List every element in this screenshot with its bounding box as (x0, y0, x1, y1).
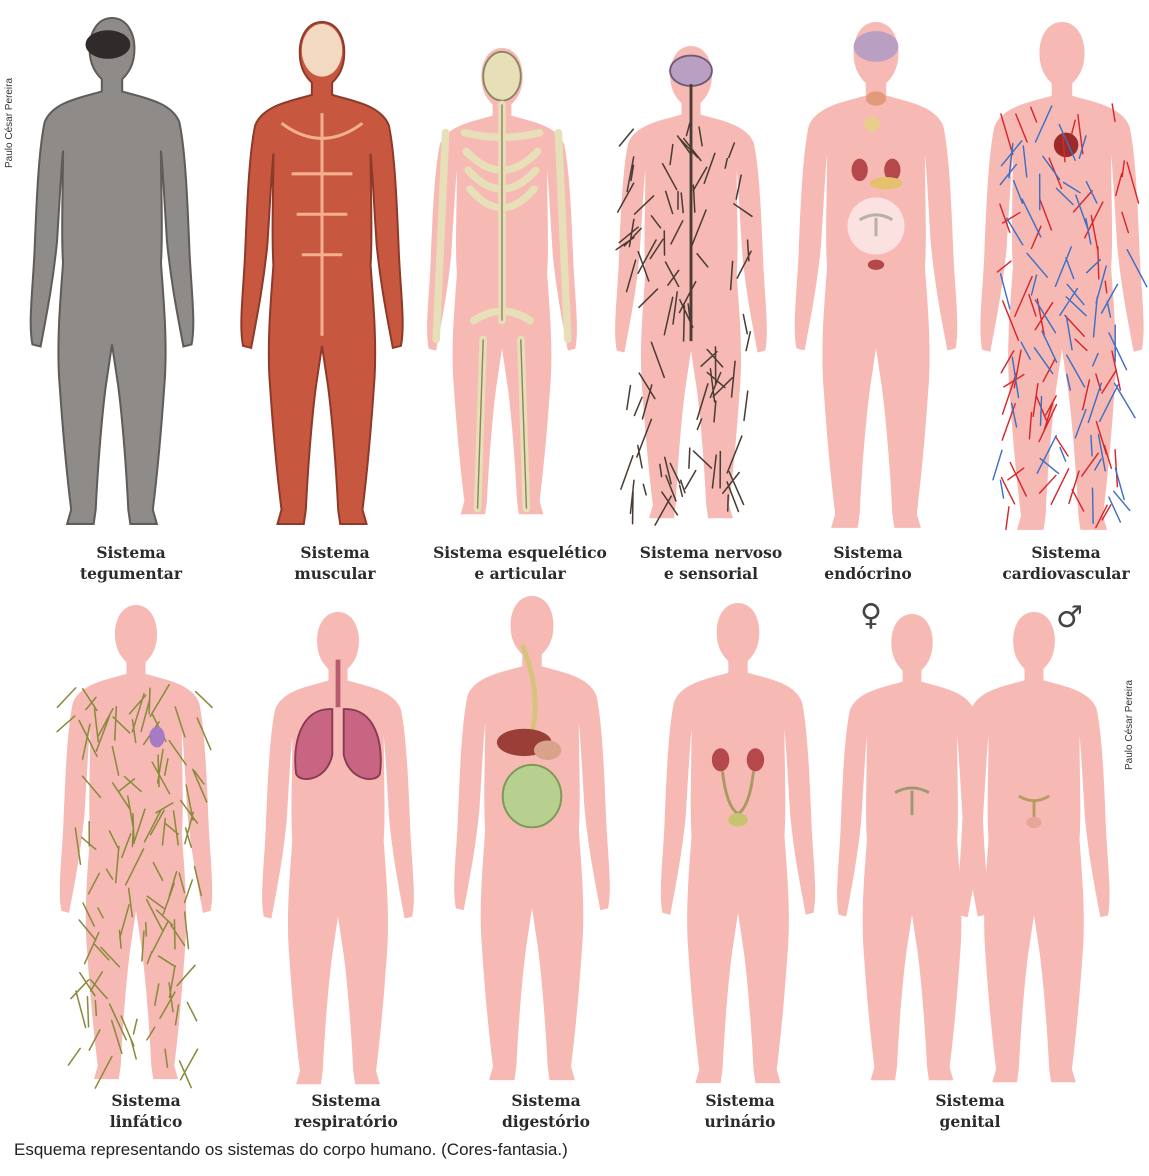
prostate (1026, 817, 1041, 828)
figure-cardiovascular (980, 22, 1146, 530)
label-muscular: Sistema muscular (245, 542, 425, 584)
label-digestive-line1: Sistema (456, 1090, 636, 1111)
pancreas (870, 177, 903, 189)
label-genital-line2: genital (880, 1111, 1060, 1132)
label-cardiovascular-line2: cardiovascular (976, 563, 1149, 584)
label-respiratory-line2: respiratório (256, 1111, 436, 1132)
figure-integumentary (31, 18, 194, 524)
label-urinary-line2: urinário (650, 1111, 830, 1132)
label-respiratory-line1: Sistema (256, 1090, 436, 1111)
adrenal-left (852, 159, 868, 181)
hair-shape (85, 30, 130, 59)
label-urinary: Sistema urinário (650, 1090, 830, 1132)
label-integumentary-line1: Sistema (41, 542, 221, 563)
figure-lymphatic (57, 605, 212, 1088)
bladder (728, 813, 747, 827)
female-symbol: ♀ (860, 598, 882, 633)
label-endocrine-line2: endócrino (778, 563, 958, 584)
label-digestive-line2: digestório (456, 1111, 636, 1132)
figure-respiratory (262, 612, 414, 1084)
label-nervous-line2: e sensorial (621, 563, 801, 584)
heart (1054, 133, 1079, 158)
skull (483, 52, 521, 101)
label-muscular-line1: Sistema (245, 542, 425, 563)
label-skeletal: Sistema esquelético e articular (420, 542, 620, 584)
label-cardiovascular-line1: Sistema (976, 542, 1149, 563)
spleen (149, 726, 164, 747)
stomach (534, 740, 561, 760)
pink-silhouette (661, 603, 815, 1083)
thymus (864, 117, 880, 131)
brain (854, 31, 899, 62)
label-urinary-line1: Sistema (650, 1090, 830, 1111)
label-lymphatic-line1: Sistema (56, 1090, 236, 1111)
label-digestive: Sistema digestório (456, 1090, 636, 1132)
figure-digestive (454, 596, 610, 1080)
credit-top: Paulo César Pereira (4, 78, 15, 168)
figure-muscular (241, 22, 402, 524)
figure-urinary (661, 603, 815, 1083)
label-lymphatic-line2: linfático (56, 1111, 236, 1132)
brain (670, 56, 712, 86)
skull-cap (302, 24, 342, 77)
label-integumentary-line2: tegumentar (41, 563, 221, 584)
label-genital-line1: Sistema (880, 1090, 1060, 1111)
kidney-left (712, 748, 729, 771)
male-symbol: ♂ (1056, 600, 1083, 635)
label-skeletal-line2: e articular (420, 563, 620, 584)
intestines (503, 765, 562, 827)
label-genital: Sistema genital (880, 1090, 1060, 1132)
kidney-right (747, 748, 764, 771)
label-endocrine: Sistema endócrino (778, 542, 958, 584)
label-nervous: Sistema nervoso e sensorial (621, 542, 801, 584)
credit-right: Paulo César Pereira (1124, 680, 1135, 770)
gonads (868, 260, 884, 270)
figure-skeletal (427, 48, 577, 514)
label-skeletal-line1: Sistema esquelético (420, 542, 620, 563)
label-nervous-line1: Sistema nervoso (621, 542, 801, 563)
label-endocrine-line1: Sistema (778, 542, 958, 563)
label-integumentary: Sistema tegumentar (41, 542, 221, 584)
label-cardiovascular: Sistema cardiovascular (976, 542, 1149, 584)
label-respiratory: Sistema respiratório (256, 1090, 436, 1132)
figure-caption: Esquema representando os sistemas do cor… (14, 1140, 568, 1160)
figure-nervous (615, 46, 767, 525)
label-lymphatic: Sistema linfático (56, 1090, 236, 1132)
thyroid (866, 91, 886, 105)
skin-body (31, 18, 194, 524)
label-muscular-line2: muscular (245, 563, 425, 584)
figure-endocrine (795, 22, 958, 528)
